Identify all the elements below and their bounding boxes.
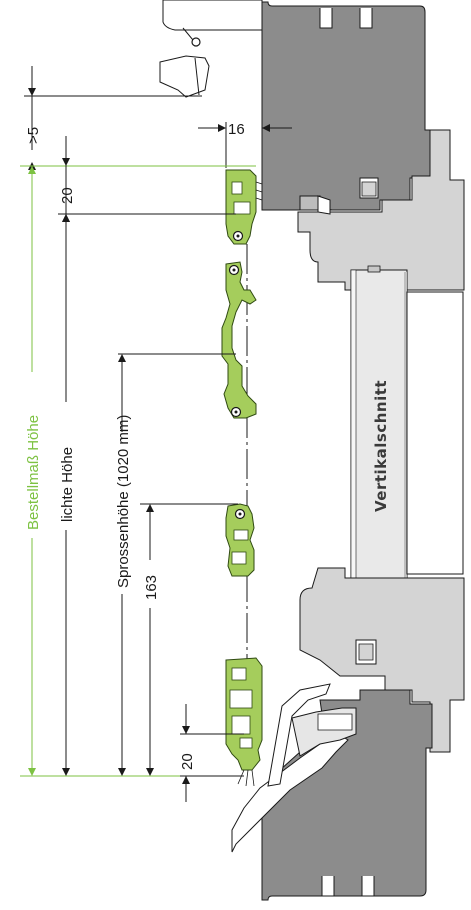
dim-lichte-hoehe (62, 214, 70, 776)
upper-sash-frame (261, 1, 433, 211)
label-16: 16 (228, 121, 245, 138)
bottom-sill-flashing (231, 683, 357, 853)
upper-sash-bar-profile (221, 261, 257, 419)
dim-sprossenhoehe (118, 353, 236, 776)
lower-sash-frame (261, 689, 433, 901)
dim-bestellmass (28, 166, 36, 776)
glass-pane (350, 265, 464, 581)
label-sprossenhoehe: Sprossenhöhe (1020 mm) (115, 415, 132, 588)
label-vertikalschnitt: Vertikalschnitt (372, 380, 390, 512)
lower-frame-light (299, 567, 465, 753)
top-wall-mount (159, 0, 263, 98)
label-lichte-hoehe: lichte Höhe (59, 447, 76, 522)
label-bestellmass-hoehe: Bestellmaß Höhe (25, 415, 42, 530)
middle-bar-profile (225, 503, 255, 577)
bottom-rail-profile (225, 657, 263, 787)
top-rail-profile (225, 169, 263, 245)
label-20-top: 20 (59, 187, 76, 204)
upper-frame-light (297, 129, 465, 291)
label-20-bottom: 20 (179, 753, 196, 770)
label-163: 163 (143, 575, 160, 600)
dim-20-top (58, 136, 236, 224)
dim-20-bottom (180, 704, 244, 802)
dim-163 (140, 503, 238, 776)
label-gt5: >5 (25, 127, 42, 144)
dim-16 (198, 122, 292, 168)
